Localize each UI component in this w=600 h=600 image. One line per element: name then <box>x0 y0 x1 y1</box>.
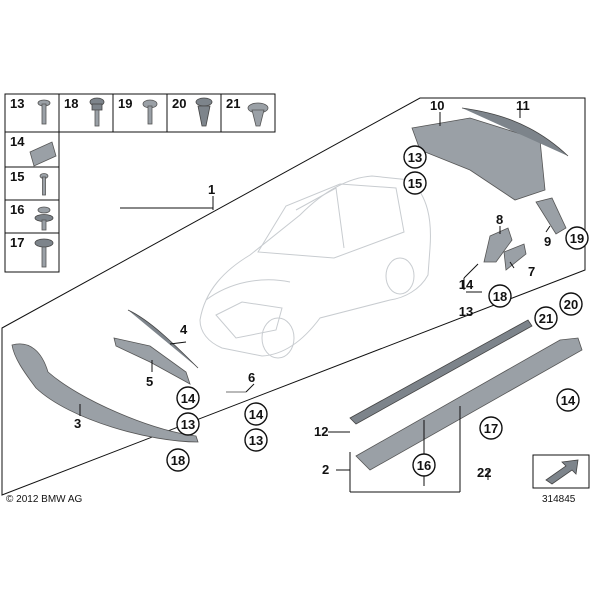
callout-11: 11 <box>516 98 530 113</box>
ref-front-18: 18 <box>166 448 190 472</box>
legend-label-18: 18 <box>64 96 78 111</box>
ref-bracket-13: 13 <box>459 304 473 319</box>
callout-3: 3 <box>74 416 81 431</box>
legend-label-17: 17 <box>10 235 24 250</box>
svg-text:21: 21 <box>539 311 553 326</box>
ref-skirt-17: 17 <box>479 416 503 440</box>
legend-label-15: 15 <box>10 169 24 184</box>
svg-text:13: 13 <box>181 417 195 432</box>
legend-label-16: 16 <box>10 202 24 217</box>
svg-text:14: 14 <box>459 277 474 292</box>
copyright-notice: © 2012 BMW AG <box>6 494 83 505</box>
view-direction-arrow-icon <box>532 454 590 489</box>
screw-15-icon <box>39 173 49 196</box>
ref-rear-19: 19 <box>565 226 589 250</box>
svg-text:18: 18 <box>493 289 507 304</box>
washer-screw-16-icon <box>34 206 54 231</box>
bracket-parts <box>483 227 527 271</box>
circled-refs: 13 15 19 14 13 18 21 20 14 17 16 14 13 1… <box>166 145 589 477</box>
callout-10: 10 <box>430 98 444 113</box>
callout-8: 8 <box>496 212 503 227</box>
svg-text:14: 14 <box>181 391 196 406</box>
legend-label-14: 14 <box>10 134 25 149</box>
callout-4: 4 <box>180 322 188 337</box>
callout-2: 2 <box>322 462 329 477</box>
ref-rear-13: 13 <box>403 145 427 169</box>
screw-19-icon <box>142 99 158 125</box>
legend-label-20: 20 <box>172 96 186 111</box>
callout-1: 1 <box>208 182 215 197</box>
legend-label-21: 21 <box>226 96 240 111</box>
diagram-number: 314845 <box>542 494 576 505</box>
fastener-legend: 13 18 19 20 21 14 15 16 17 <box>4 93 276 273</box>
expansion-rivet-20-icon <box>195 97 213 127</box>
ref-skirt-14: 14 <box>556 388 580 412</box>
callout-12: 12 <box>314 424 328 439</box>
ref-front-13b: 13 <box>244 428 268 452</box>
ref-bracket-14: 14 <box>459 277 474 292</box>
screw-13-icon <box>37 99 51 125</box>
ref-front-14a: 14 <box>176 386 200 410</box>
vehicle-outline <box>199 175 431 359</box>
ref-skirt-21: 21 <box>534 306 558 330</box>
svg-text:18: 18 <box>171 453 185 468</box>
ref-skirt-16: 16 <box>412 453 436 477</box>
callout-5: 5 <box>146 374 153 389</box>
ref-bracket-18: 18 <box>488 284 512 308</box>
svg-text:13: 13 <box>408 150 422 165</box>
svg-text:15: 15 <box>408 176 422 191</box>
svg-text:17: 17 <box>484 421 498 436</box>
svg-text:14: 14 <box>249 407 264 422</box>
front-parts <box>11 309 246 443</box>
ref-rear-15: 15 <box>403 171 427 195</box>
callout-6: 6 <box>248 370 255 385</box>
screw-17-icon <box>34 238 54 268</box>
assembly-frame <box>1 97 586 496</box>
callout-22: 22 <box>477 465 491 480</box>
callout-numbers: 1 2 3 4 5 6 7 8 9 10 11 12 22 <box>74 98 551 480</box>
clip-nut-14-icon <box>29 141 57 167</box>
side-skirt-parts <box>349 319 583 471</box>
callout-9: 9 <box>544 234 551 249</box>
svg-text:13: 13 <box>249 433 263 448</box>
legend-label-19: 19 <box>118 96 132 111</box>
ref-front-14b: 14 <box>244 402 268 426</box>
bolt-18-icon <box>89 97 105 127</box>
legend-label-13: 13 <box>10 96 24 111</box>
svg-text:14: 14 <box>561 393 576 408</box>
ref-front-13a: 13 <box>176 412 200 436</box>
svg-text:19: 19 <box>570 231 584 246</box>
callout-7: 7 <box>528 264 535 279</box>
rear-parts <box>411 107 569 235</box>
svg-text:20: 20 <box>564 297 578 312</box>
svg-text:13: 13 <box>459 304 473 319</box>
clip-21-icon <box>247 102 269 127</box>
ref-skirt-20: 20 <box>559 292 583 316</box>
svg-text:16: 16 <box>417 458 431 473</box>
